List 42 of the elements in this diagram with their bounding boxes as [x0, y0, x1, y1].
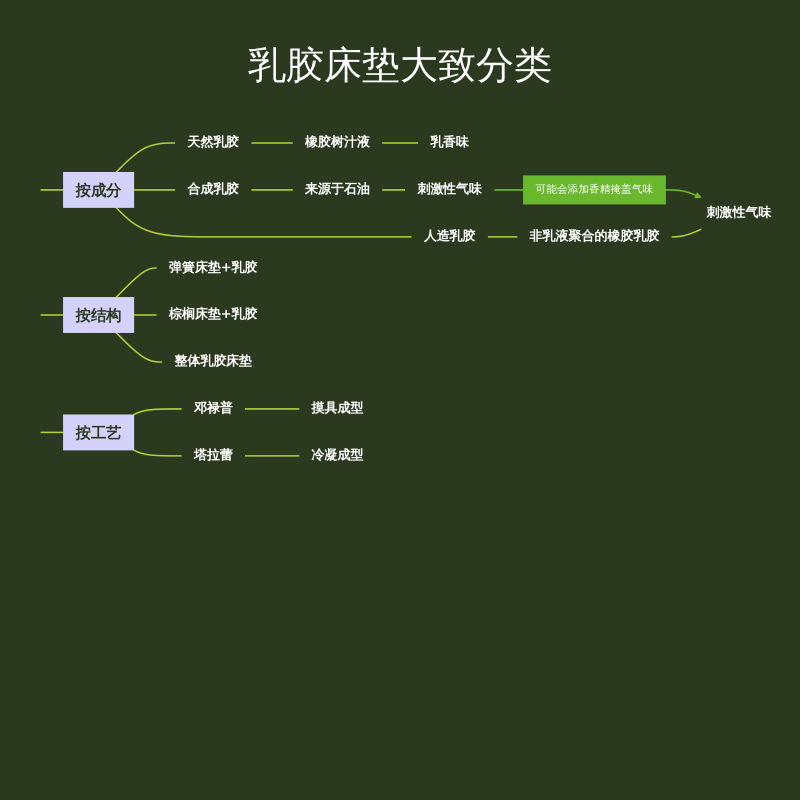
- connector: [382, 189, 406, 191]
- node-box: 按成分: [63, 172, 134, 208]
- connector: [40, 432, 64, 434]
- node-text: 刺激性气味: [706, 205, 772, 220]
- connector: [115, 332, 162, 363]
- node-text: 合成乳胶: [187, 182, 240, 197]
- connector: [251, 142, 293, 144]
- node-text: 摸具成型: [312, 400, 364, 416]
- node-text: 人造乳胶: [424, 228, 476, 244]
- connector: [672, 228, 702, 238]
- node-text: 弹簧床垫+乳胶: [168, 260, 258, 276]
- connector: [133, 449, 182, 457]
- node-text: 邓禄普: [194, 400, 233, 416]
- connector: [244, 408, 300, 410]
- connector: [134, 189, 176, 191]
- connector: [134, 314, 157, 316]
- node-text: 非乳液聚合的橡胶乳胶: [530, 228, 660, 244]
- node-text: 来源于石油: [305, 182, 370, 197]
- diagram-title: 乳胶床垫大致分类: [248, 42, 552, 89]
- connector: [494, 189, 524, 191]
- connector: [40, 189, 64, 191]
- connector: [115, 206, 412, 238]
- arrow: [666, 189, 702, 198]
- node-box: 按工艺: [63, 414, 134, 450]
- connector: [40, 314, 64, 316]
- node-box: 可能会添加香精掩盖气味: [523, 175, 666, 204]
- connector: [244, 455, 300, 457]
- connector: [251, 189, 293, 191]
- connector: [133, 408, 182, 416]
- node-text: 塔拉蕾: [194, 448, 233, 463]
- connector: [115, 142, 176, 173]
- connector: [488, 236, 518, 238]
- node-text: 橡胶树汁液: [305, 134, 370, 150]
- node-text: 整体乳胶床垫: [174, 354, 252, 370]
- connector: [382, 142, 418, 144]
- node-box: 按结构: [63, 297, 134, 333]
- node-text: 刺激性气味: [417, 182, 482, 197]
- node-text: 天然乳胶: [187, 134, 240, 150]
- connector: [115, 267, 157, 298]
- node-text: 冷凝成型: [312, 448, 364, 463]
- node-text: 棕榈床垫+乳胶: [168, 306, 258, 322]
- node-text: 乳香味: [430, 134, 470, 150]
